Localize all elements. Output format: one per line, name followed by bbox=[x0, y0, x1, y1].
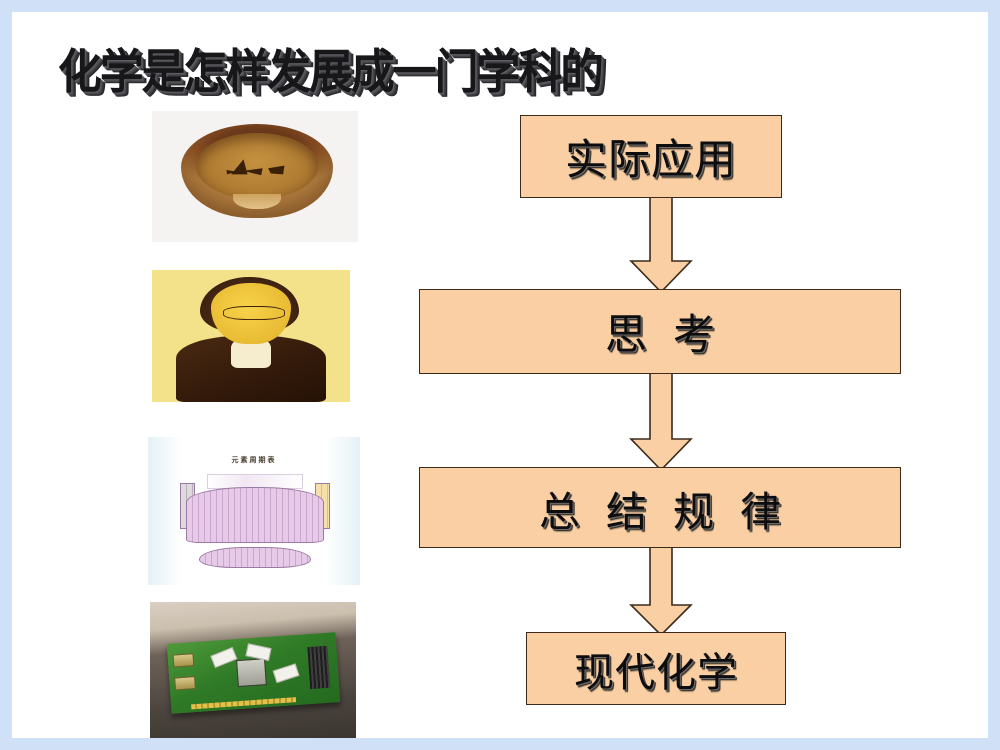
periodic-table-lanthanide-block bbox=[198, 546, 312, 568]
pcb-gold-fingers bbox=[190, 697, 296, 710]
bowl-fish-motif-icon bbox=[226, 159, 285, 176]
pcb-port-top bbox=[172, 653, 194, 669]
periodic-table-image: 元素周期表 bbox=[148, 437, 360, 585]
chemist-portrait-image bbox=[152, 270, 350, 402]
flow-arrow-summary-to-modern bbox=[625, 545, 697, 636]
photo-pottery-bowl bbox=[152, 111, 358, 242]
page-title: 化学是怎样发展成一门学科的 bbox=[58, 45, 604, 100]
down-arrow-icon bbox=[629, 545, 693, 636]
flow-arrow-thinking-to-summary bbox=[625, 371, 697, 471]
flow-node-modern[interactable]: 现代化学 bbox=[526, 632, 786, 705]
photo-periodic-table: 元素周期表 bbox=[148, 437, 360, 585]
bowl-inner-shape bbox=[196, 132, 318, 199]
bowl-outer-shape bbox=[180, 124, 334, 219]
flow-node-application-label: 实际应用 bbox=[564, 135, 737, 184]
portrait-glasses-icon bbox=[223, 305, 285, 320]
periodic-table-poster-title: 元素周期表 bbox=[231, 455, 277, 464]
pcb-port-bottom bbox=[173, 676, 196, 691]
flow-node-modern-label: 现代化学 bbox=[574, 649, 738, 696]
pcb-heatsink-shape bbox=[307, 645, 331, 690]
flow-arrow-application-to-thinking bbox=[625, 195, 697, 293]
flow-node-summary-label: 总结规律 bbox=[539, 487, 807, 536]
flow-node-thinking-label: 思考 bbox=[604, 310, 741, 359]
pcb-board-shape bbox=[166, 632, 340, 715]
photo-circuit-board bbox=[150, 602, 356, 738]
flow-node-thinking[interactable]: 思考 bbox=[419, 289, 901, 374]
pcb-capacitor-1 bbox=[209, 647, 237, 669]
slide-canvas: 化学是怎样发展成一门学科的 bbox=[12, 12, 988, 738]
down-arrow-icon bbox=[629, 371, 693, 471]
down-arrow-icon bbox=[629, 195, 693, 293]
pcb-chip-shape bbox=[235, 658, 266, 688]
circuit-board-image bbox=[150, 602, 356, 738]
flow-node-application[interactable]: 实际应用 bbox=[520, 115, 782, 198]
flow-node-summary[interactable]: 总结规律 bbox=[419, 467, 901, 548]
bowl-foot-shape bbox=[232, 193, 282, 209]
pottery-bowl-image bbox=[152, 111, 358, 242]
photo-chemist-portrait bbox=[152, 270, 350, 402]
pcb-capacitor-3 bbox=[271, 663, 299, 684]
periodic-table-main-block bbox=[186, 487, 324, 543]
